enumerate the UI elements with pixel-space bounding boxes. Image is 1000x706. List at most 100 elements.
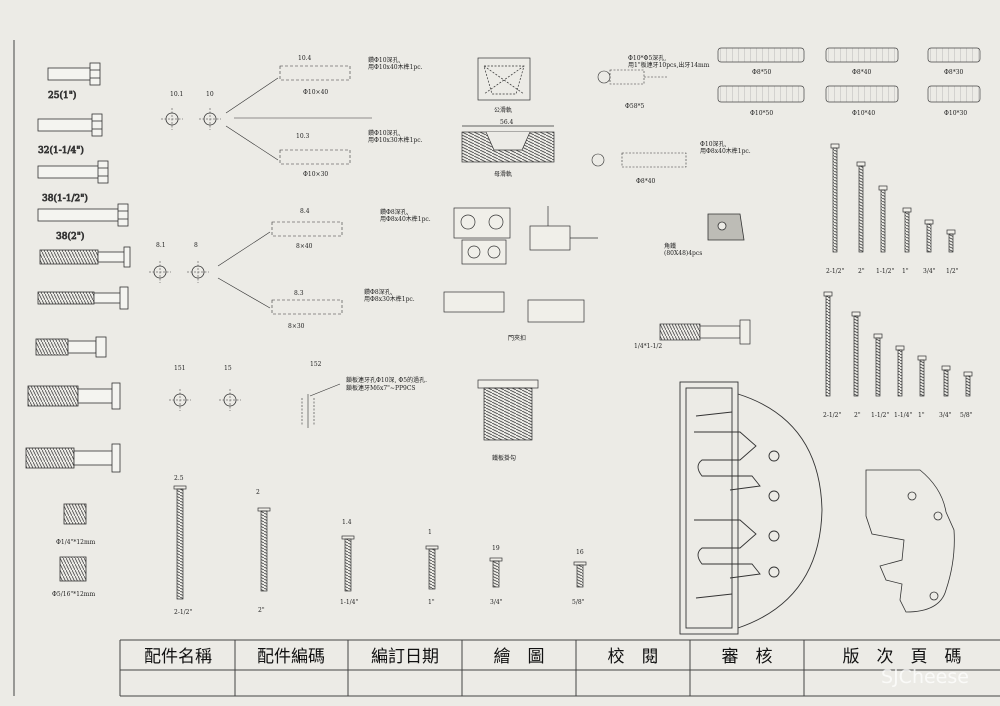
threaded-bolt-3	[35, 336, 107, 358]
bolt-label-3: 38(1-1/2")	[42, 193, 88, 204]
drill-label-8-3: 8.3	[294, 290, 304, 297]
drill-note-15b: 鎖板連牙M6x7"~PP9CS	[346, 384, 416, 392]
wood-screw-num-3: 1.4	[342, 519, 352, 526]
wood-screws-bottom	[173, 485, 587, 600]
drill-dim-10-3: Φ10×30	[303, 171, 328, 178]
dowel-note-b3: Φ8*40	[636, 178, 656, 185]
hex-bolt-38b	[37, 203, 129, 227]
drill-note-10-4a: 鑽Φ10深孔,	[368, 56, 401, 64]
bolt-label-1: 25(1")	[48, 90, 76, 101]
dowel-top-1: Φ8*50	[752, 69, 772, 76]
drill-label-152: 152	[310, 361, 322, 368]
bolt-label-2: 32(1-1/4")	[38, 145, 84, 156]
hex-bolt-25	[47, 62, 101, 86]
small-bolt-label: 1/4*1-1/2	[634, 343, 662, 350]
dowel-note-b2: 用Φ8x40木榫1pc.	[700, 147, 751, 155]
screw-r1-4: 1"	[902, 268, 909, 275]
screws-row-2	[823, 291, 973, 397]
screw-r2-5: 1"	[918, 412, 925, 419]
drill-group-8	[148, 221, 343, 315]
screw-r2-2: 2"	[854, 412, 861, 419]
threaded-bolt-5	[25, 443, 121, 473]
drill-note-8-3b: 用Φ8x30木榫1pc.	[364, 295, 415, 303]
wood-screw-size-3: 1-1/4"	[340, 599, 359, 606]
wood-screw-size-6: 5/8"	[572, 599, 585, 606]
drill-label-8-1: 8.1	[156, 242, 166, 249]
wood-screw-size-1: 2-1/2"	[174, 609, 193, 616]
screw-r1-3: 1-1/2"	[876, 268, 895, 275]
drill-note-8-4a: 鑽Φ8深孔,	[380, 208, 409, 216]
threaded-bolt-1	[39, 246, 131, 268]
screw-r2-1: 2-1/2"	[823, 412, 842, 419]
drill-note-8-3a: 鑽Φ8深孔,	[364, 288, 393, 296]
drill-group-10	[160, 65, 372, 165]
screw-r2-3: 1-1/2"	[871, 412, 890, 419]
wood-screw-size-5: 3/4"	[490, 599, 503, 606]
drill-label-10: 10	[206, 91, 214, 98]
rail-male-label: 公滑軌	[494, 106, 512, 114]
dowel-note-a1: Φ10*Φ5深孔,	[628, 54, 666, 62]
threaded-nut-2	[59, 556, 87, 582]
drill-dim-8-4: 8×40	[296, 243, 313, 250]
title-cell-2: 配件編碼	[257, 647, 325, 667]
hex-bolt-38a	[37, 160, 109, 184]
title-block: 配件名稱 配件編碼 編訂日期 繪 圖 校 閱 審 核 版 次 頁 碼 SJChe…	[144, 647, 969, 688]
drill-label-10-4: 10.4	[298, 55, 312, 62]
dowel-top-3: Φ8*30	[944, 69, 964, 76]
angle-tag-label: 角鐵	[664, 242, 676, 250]
dowel-bottom-1: Φ10*50	[750, 110, 773, 117]
angle-tag-sub: (80X48)4pcs	[664, 250, 702, 257]
threaded-bolt-2	[37, 286, 129, 310]
wood-screw-num-1: 2.5	[174, 475, 184, 482]
dowel-bottom-2: Φ10*40	[852, 110, 875, 117]
drill-dim-10-4: Φ10×40	[303, 89, 328, 96]
angle-tag	[707, 213, 745, 241]
drill-dim-8-3: 8×30	[288, 323, 305, 330]
wood-screw-num-6: 16	[576, 549, 584, 556]
wood-screw-num-2: 2	[256, 489, 260, 496]
hanger-label: 鐵板掛勾	[492, 454, 516, 462]
slide-rails	[461, 57, 555, 163]
hook-plate	[865, 469, 955, 613]
threaded-bolt-4	[27, 382, 121, 410]
drill-label-10-3: 10.3	[296, 133, 310, 140]
title-cell-4: 繪 圖	[494, 647, 545, 667]
nut-label-1: Φ1/4"*12mm	[56, 539, 96, 546]
title-cell-3: 編訂日期	[371, 647, 439, 667]
screw-r1-2: 2"	[858, 268, 865, 275]
drill-note-8-4b: 用Φ8x40木榫1pc.	[380, 215, 431, 223]
title-cell-5: 校 閱	[608, 647, 659, 667]
dowel-details	[591, 69, 687, 168]
dowel-note-a3: Φ58*5	[625, 103, 645, 110]
drill-note-15a: 鎖板連牙孔Φ10深, Φ5的過孔.	[346, 376, 427, 384]
wood-screw-size-4: 1"	[428, 599, 435, 606]
wood-screw-size-2: 2"	[258, 607, 265, 614]
dowel-note-a2: 用1"板連牙10pcs,出牙14mm	[628, 61, 710, 69]
hinge-brackets	[443, 206, 598, 323]
dowel-top-2: Φ8*40	[852, 69, 872, 76]
drill-label-151: 151	[174, 365, 185, 372]
door-hinge-label: 門夾扣	[508, 334, 526, 342]
drill-label-8: 8	[194, 242, 198, 249]
title-cell-1: 配件名稱	[144, 647, 212, 667]
screw-r1-6: 1/2"	[946, 268, 959, 275]
screws-row-1	[830, 143, 956, 253]
threaded-nut-1	[63, 503, 87, 525]
dowel-pins	[717, 47, 981, 103]
hex-bolt-column: 25(1") 32(1-1/4") 38(1-1/2") 38(2")	[25, 62, 131, 582]
screw-r1-5: 3/4"	[923, 268, 936, 275]
rail-dim-label: 56.4	[500, 119, 514, 126]
wood-screw-num-4: 1	[428, 529, 432, 536]
nut-label-2: Φ5/16"*12mm	[52, 591, 95, 598]
border-frame	[13, 40, 1000, 697]
hex-bolt-32	[37, 113, 103, 137]
screw-r2-4: 1-1/4"	[894, 412, 913, 419]
bed-rail-bracket	[679, 381, 823, 635]
drill-label-8-4: 8.4	[300, 208, 310, 215]
drill-note-10-3b: 用Φ10x30木榫1pc.	[368, 136, 423, 144]
drill-note-10-3a: 鑽Φ10深孔,	[368, 129, 401, 137]
drill-label-10-1: 10.1	[170, 91, 183, 98]
rail-female-label: 母滑軌	[494, 170, 512, 178]
title-cell-6: 審 核	[722, 647, 773, 667]
